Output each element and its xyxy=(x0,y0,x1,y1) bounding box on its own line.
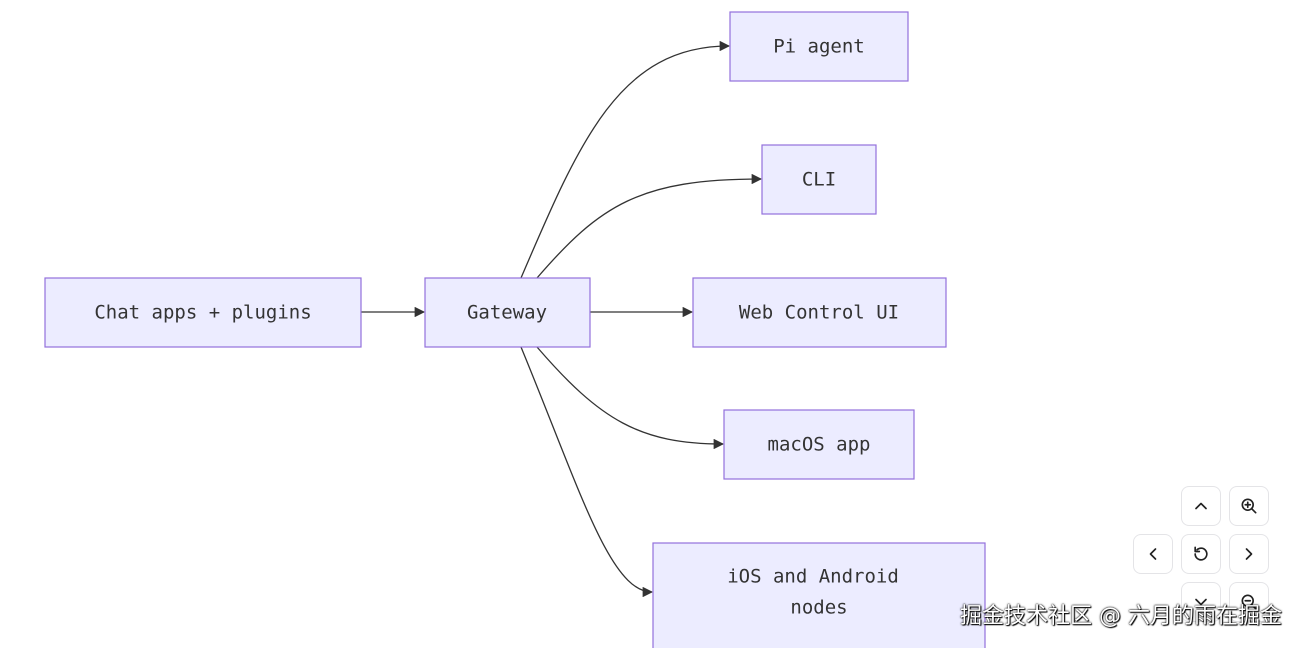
pan-up-button[interactable] xyxy=(1181,486,1221,526)
node-web-control-ui[interactable]: Web Control UI xyxy=(692,277,947,348)
pan-right-button[interactable] xyxy=(1229,534,1269,574)
node-ios-android-label-line2: nodes xyxy=(790,597,847,619)
chevron-up-icon xyxy=(1195,502,1207,510)
chevron-left-icon xyxy=(1149,548,1157,560)
node-gateway-label: Gateway xyxy=(467,302,547,324)
node-pi-agent-label: Pi agent xyxy=(773,36,865,58)
node-macos-app[interactable]: macOS app xyxy=(723,409,915,480)
watermark: 掘金技术社区 @ 六月的雨在掘金 xyxy=(960,604,1282,629)
edge-gateway-to-macos xyxy=(536,346,725,450)
node-ios-android[interactable]: iOS and Android nodes xyxy=(652,542,986,648)
reset-view-button[interactable] xyxy=(1181,534,1221,574)
edge-gateway-to-cli xyxy=(536,173,763,279)
node-cli[interactable]: CLI xyxy=(761,144,877,215)
node-cli-label: CLI xyxy=(802,169,836,191)
chevron-down-icon xyxy=(1195,598,1207,606)
reset-icon xyxy=(1194,546,1208,561)
node-ios-android-label-line1: iOS and Android xyxy=(727,566,899,588)
chevron-right-icon xyxy=(1245,548,1253,560)
node-gateway[interactable]: Gateway xyxy=(424,277,591,348)
node-chat-apps-label: Chat apps + plugins xyxy=(94,302,311,324)
zoom-out-icon xyxy=(1241,594,1257,610)
node-web-control-ui-label: Web Control UI xyxy=(739,302,899,324)
node-macos-app-label: macOS app xyxy=(768,434,871,456)
edge-gateway-to-pi-agent xyxy=(520,40,731,279)
pan-left-button[interactable] xyxy=(1133,534,1173,574)
node-pi-agent[interactable]: Pi agent xyxy=(729,11,909,82)
zoom-out-button[interactable] xyxy=(1229,582,1269,622)
zoom-in-button[interactable] xyxy=(1229,486,1269,526)
node-chat-apps[interactable]: Chat apps + plugins xyxy=(44,277,362,348)
edge-gateway-to-ios-android xyxy=(520,346,654,598)
zoom-in-icon xyxy=(1241,498,1257,514)
pan-down-button[interactable] xyxy=(1181,582,1221,622)
